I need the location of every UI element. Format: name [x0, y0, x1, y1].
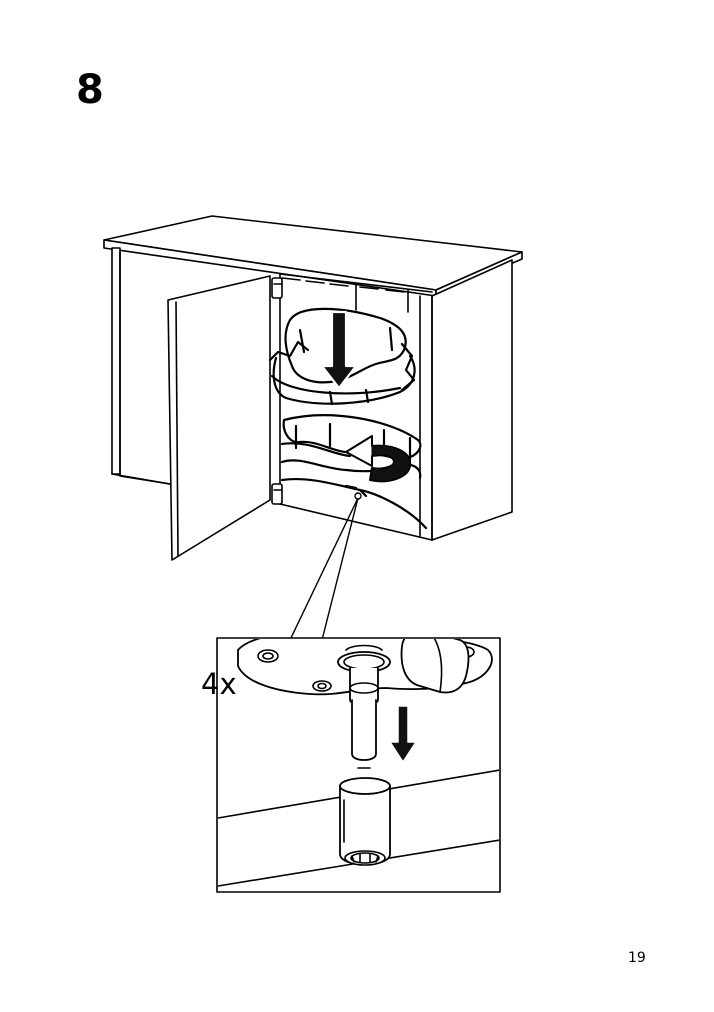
detail-frame	[216, 637, 501, 893]
rotate-arrow-icon	[345, 435, 412, 483]
callout-lines	[289, 492, 362, 641]
cabinet-interior	[279, 273, 433, 541]
cabinet-right-panel	[431, 259, 513, 541]
quantity-label: 4x	[201, 667, 237, 701]
cabinet-left-panel	[111, 247, 171, 485]
cabinet	[103, 215, 523, 561]
page-number: 19	[628, 950, 646, 966]
down-arrow-icon	[389, 705, 417, 763]
cabinet-door	[167, 275, 283, 561]
step-number: 8	[76, 67, 104, 113]
down-arrow-icon	[320, 310, 358, 390]
